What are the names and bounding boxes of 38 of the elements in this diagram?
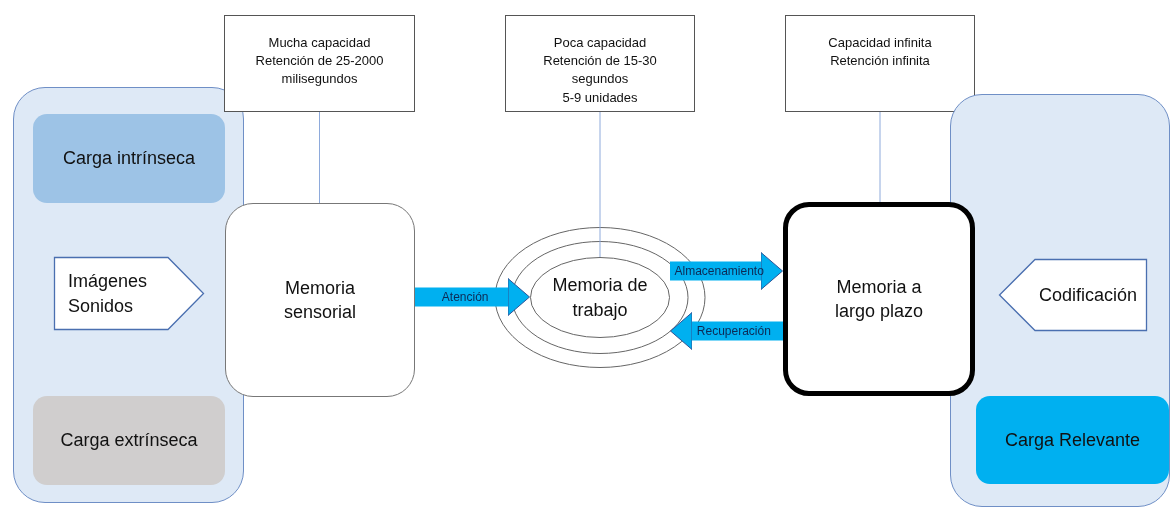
node-label: Carga intrínseca [62, 147, 196, 171]
node-label: Poca capacidad [553, 34, 647, 52]
node-label: Sonidos [68, 294, 134, 318]
connector-line [879, 111, 881, 203]
rounded-box [976, 396, 1169, 484]
process-box [783, 202, 975, 396]
node-label: Retención de 25-2000 milisegundos [254, 52, 385, 89]
node-label: Retención infinita [830, 52, 930, 71]
node-label: Memoria a largo plazo [833, 275, 925, 323]
ellipse-node [530, 257, 670, 338]
rounded-box [33, 396, 225, 485]
note-box [785, 15, 975, 112]
background-panel [950, 94, 1170, 507]
connector-line [599, 111, 601, 258]
node-label: Memoria sensorial [282, 276, 357, 324]
note-box [224, 15, 415, 112]
node-label: Retención de 15-30 segundos [542, 52, 658, 89]
node-label: Carga Relevante [1004, 428, 1141, 452]
node-label: Carga extrínseca [60, 429, 198, 453]
edge-label: Atención [441, 290, 489, 304]
pentagon-arrow [54, 257, 204, 330]
node-label: Mucha capacidad [268, 34, 371, 52]
pentagon-arrow [999, 259, 1147, 331]
block-arrow [415, 278, 530, 316]
node-label: Codificación [1038, 283, 1137, 307]
block-arrow [670, 252, 783, 290]
node-label: Memoria de trabajo [551, 274, 649, 322]
edge-label: Almacenamiento [674, 264, 764, 278]
node-label: Imágenes [68, 270, 148, 294]
node-label: 5-9 unidades [562, 88, 638, 107]
process-box [225, 203, 415, 397]
edge-label: Recuperación [696, 324, 771, 338]
node-label: Capacidad infinita [828, 34, 932, 52]
block-arrow [670, 312, 783, 350]
rounded-box [33, 114, 225, 203]
background-panel [13, 87, 244, 503]
connector-line [319, 111, 320, 204]
note-box [505, 15, 695, 112]
